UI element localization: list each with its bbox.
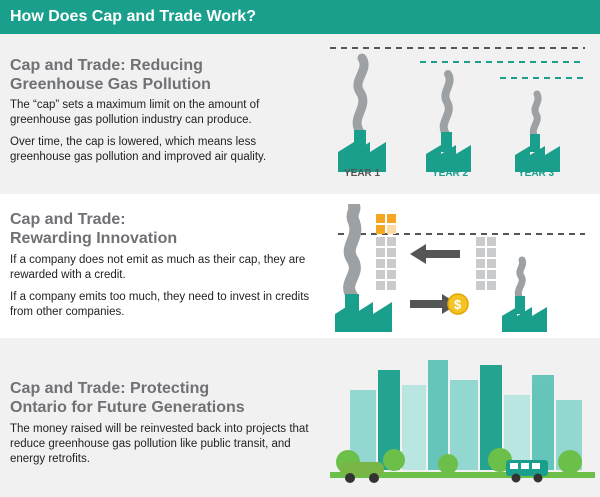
factory-icon (515, 90, 560, 172)
cap-over-years-illustration (330, 47, 585, 172)
year-label: YEAR 2 (432, 168, 469, 179)
section-rewarding-innovation: Cap and Trade: Rewarding Innovation If a… (0, 196, 600, 336)
page-title: How Does Cap and Trade Work? (10, 8, 256, 25)
tree-icon (336, 448, 582, 474)
smoke-icon (514, 256, 527, 303)
section-paragraph: The “cap” sets a maximum limit on the am… (10, 99, 260, 126)
city-buildings-icon (350, 360, 582, 470)
arrow-left-icon (410, 244, 460, 264)
coin-icon (447, 293, 469, 315)
section-title: Cap and Trade: Protecting Ontario for Fu… (10, 380, 245, 416)
header-bar: How Does Cap and Trade Work? (0, 0, 600, 34)
section-protecting-ontario: Cap and Trade: Protecting Ontario for Fu… (0, 338, 600, 497)
ground (330, 472, 595, 478)
factory-icon (338, 53, 386, 172)
bus-icon (506, 460, 548, 483)
section-title: Cap and Trade: Reducing Greenhouse Gas P… (10, 57, 211, 93)
car-icon (340, 462, 384, 483)
factory-icon (502, 307, 547, 332)
section-reducing-pollution: Cap and Trade: Reducing Greenhouse Gas P… (0, 34, 600, 194)
year-label: YEAR 1 (344, 168, 381, 179)
year-label: YEAR 3 (518, 168, 555, 179)
arrow-right-icon (410, 294, 458, 314)
section-paragraph: Over time, the cap is lowered, which mea… (10, 136, 267, 163)
smoke-icon (343, 204, 362, 302)
factory-icon (426, 70, 471, 172)
credit-trading-illustration: $ (335, 204, 585, 332)
section-paragraph: If a company does not emit as much as th… (10, 254, 306, 281)
section-paragraph: If a company emits too much, they need t… (10, 291, 310, 318)
credit-blocks (376, 214, 396, 290)
factory-icon (335, 302, 392, 332)
credit-blocks (476, 237, 496, 290)
section-title: Cap and Trade: Rewarding Innovation (10, 211, 178, 247)
factory-icon (515, 296, 525, 314)
city-illustration (330, 360, 595, 483)
section-paragraph: The money raised will be reinvested back… (10, 423, 309, 465)
dollar-icon: $ (454, 297, 462, 312)
